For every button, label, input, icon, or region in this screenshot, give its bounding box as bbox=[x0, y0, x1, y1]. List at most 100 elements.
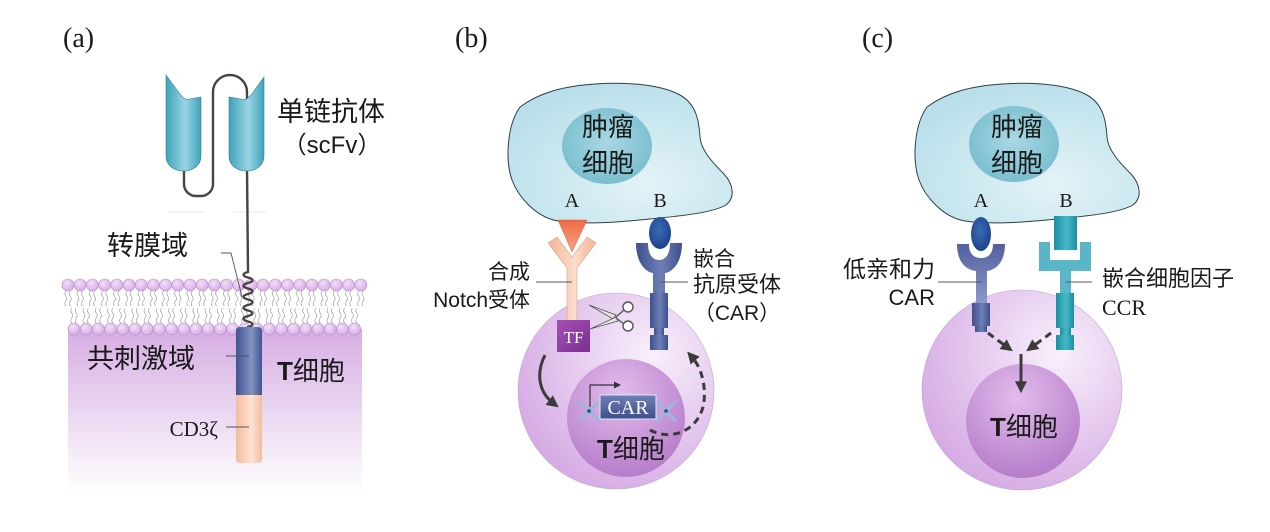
dna-helix-left bbox=[578, 399, 602, 423]
lipid-tail bbox=[82, 307, 86, 324]
lipid-tail bbox=[320, 290, 324, 307]
lipid-tail bbox=[180, 307, 183, 324]
transcription-factor-box bbox=[557, 320, 590, 352]
lipid-head bbox=[208, 278, 221, 292]
car-signaling-domain bbox=[650, 293, 668, 328]
lipid-tail bbox=[241, 307, 244, 324]
lipid-head bbox=[134, 278, 148, 292]
lipid-tail bbox=[113, 290, 116, 307]
low-affinity-car-receptor bbox=[957, 244, 1005, 305]
ccr-label-line1: 嵌合细胞因子 bbox=[1102, 267, 1234, 292]
lipid-tail bbox=[276, 290, 279, 307]
lipid-head bbox=[79, 322, 93, 336]
lipid-tail bbox=[257, 307, 261, 324]
lipid-head bbox=[220, 278, 233, 292]
lipid-tail bbox=[70, 307, 74, 324]
lipid-head bbox=[311, 322, 325, 336]
lipid-tails bbox=[64, 290, 365, 324]
lipid-tail bbox=[94, 307, 98, 324]
scissors-blade bbox=[588, 304, 617, 320]
tumor-cell-label-line1: 肿瘤 bbox=[991, 113, 1043, 143]
lipid-tail bbox=[111, 307, 115, 324]
lipid-tail bbox=[331, 307, 334, 324]
lipid-tail bbox=[282, 307, 285, 324]
lipid-head bbox=[256, 278, 270, 292]
low-affinity-car-label-line1: 低亲和力 bbox=[843, 257, 935, 283]
lipid-head bbox=[122, 278, 136, 292]
scissors-handle bbox=[615, 309, 625, 318]
t-cell-label-suffix: 细胞 bbox=[293, 357, 345, 387]
panel-b: (b) 肿瘤 细胞 A B TF bbox=[433, 23, 781, 490]
panel-c-label: (c) bbox=[862, 23, 893, 54]
lipid-tail bbox=[184, 307, 188, 324]
lipid-tail bbox=[294, 307, 298, 324]
lipid-head bbox=[336, 322, 349, 336]
t-cell-label-suffix: 细胞 bbox=[1006, 413, 1058, 443]
lipid-tail bbox=[233, 307, 237, 324]
lipid-tail bbox=[312, 290, 316, 307]
lipid-tail bbox=[76, 290, 80, 307]
lipid-tail bbox=[172, 307, 176, 324]
lipid-head bbox=[147, 278, 160, 292]
antigen-b-ellipse bbox=[649, 217, 671, 249]
lipid-head bbox=[73, 278, 87, 292]
low-affinity-car-label-line2: CAR bbox=[889, 285, 935, 310]
lipid-tail bbox=[349, 290, 353, 307]
lipid-tail bbox=[203, 290, 206, 307]
tumor-cell-nucleus bbox=[562, 108, 652, 184]
lipid-head bbox=[159, 278, 172, 292]
lipid-tail bbox=[137, 290, 141, 307]
lipid-tail bbox=[174, 290, 177, 307]
lipid-tail bbox=[216, 307, 220, 324]
lipid-head bbox=[330, 278, 343, 292]
lipid-tail bbox=[264, 290, 267, 307]
scfv-name-label: 单链抗体 bbox=[277, 97, 385, 128]
lipid-head bbox=[128, 322, 142, 336]
lipid-tail bbox=[325, 290, 328, 307]
panel-c: (c) 肿瘤 细胞 A B 低亲和力 CAR 嵌合细胞因子 CCR bbox=[843, 23, 1234, 491]
costimulatory-domain-block bbox=[236, 327, 262, 395]
lipid-tail bbox=[361, 290, 365, 307]
lipid-tail bbox=[196, 307, 200, 324]
lipid-tail bbox=[259, 290, 263, 307]
costimulatory-domain-label: 共刺激域 bbox=[87, 344, 195, 375]
lipid-tail bbox=[343, 307, 346, 324]
lipid-tail bbox=[265, 307, 269, 324]
scissors-handle bbox=[615, 317, 625, 325]
lipid-tail bbox=[155, 307, 159, 324]
lipid-tail bbox=[308, 290, 312, 307]
car-label-line2: 抗原受体 bbox=[693, 273, 781, 298]
lipid-tail bbox=[74, 307, 78, 324]
lipid-tail bbox=[326, 307, 330, 324]
lipid-head bbox=[354, 278, 368, 292]
car-signaling-tail bbox=[650, 335, 668, 350]
lipid-tail bbox=[345, 290, 348, 307]
lipid-tail bbox=[142, 290, 145, 307]
lipid-tail bbox=[87, 307, 90, 324]
lipid-tail bbox=[296, 290, 299, 307]
lipid-head bbox=[67, 322, 81, 336]
lipid-tail bbox=[160, 307, 163, 324]
lipid-tail bbox=[271, 290, 275, 307]
lipid-head bbox=[61, 278, 75, 292]
lipid-heads bbox=[61, 278, 368, 336]
lipid-tail bbox=[81, 290, 84, 307]
scfv-light-chain-domain bbox=[165, 74, 202, 172]
lipid-head bbox=[86, 278, 99, 292]
lipid-head bbox=[171, 278, 185, 292]
transmembrane-domain-label: 转膜域 bbox=[107, 231, 188, 262]
lipid-head bbox=[104, 322, 117, 336]
synnotch-label-line2: Notch受体 bbox=[433, 289, 530, 312]
lipid-head bbox=[275, 322, 288, 336]
lipid-head bbox=[287, 322, 300, 336]
tumor-cell-label-line2: 细胞 bbox=[991, 149, 1043, 179]
lipid-head bbox=[153, 322, 166, 336]
lipid-head bbox=[281, 278, 294, 292]
lipid-head bbox=[317, 278, 331, 292]
t-cell-label: T细胞 bbox=[277, 356, 345, 387]
lipid-head bbox=[323, 322, 337, 336]
lipid-head bbox=[305, 278, 319, 292]
lipid-tail bbox=[338, 307, 342, 324]
lipid-tail bbox=[178, 290, 182, 307]
